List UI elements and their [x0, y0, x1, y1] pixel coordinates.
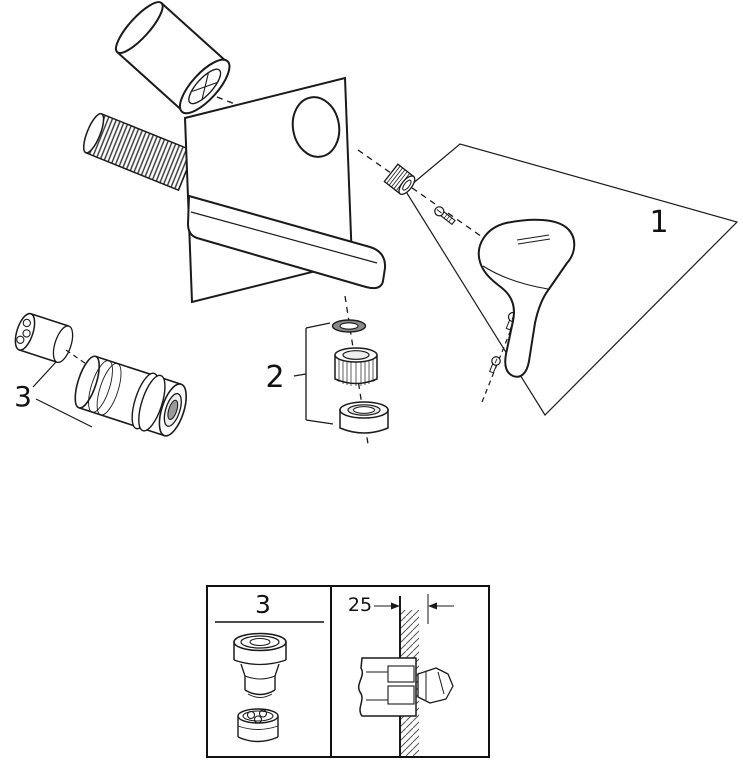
- handle-screw-lower: [488, 356, 501, 374]
- plate-hole: [291, 96, 341, 158]
- aerator-insert: [334, 347, 378, 386]
- rough-in-connector: [14, 312, 74, 364]
- axis-dash-handle: [357, 149, 496, 247]
- concealed-body-section: [358, 657, 417, 717]
- inset-sleeve-part: [233, 632, 287, 698]
- callout-3-label: 3: [14, 380, 32, 413]
- aerator-washer: [331, 319, 367, 333]
- inset-3-label: 3: [255, 590, 271, 619]
- spout: [187, 195, 387, 290]
- callout-2-label: 2: [265, 360, 284, 395]
- lever-handle: [477, 218, 576, 378]
- mounting-nut: [383, 163, 416, 196]
- rough-in-body: [74, 355, 187, 437]
- supply-pipe: [82, 112, 196, 192]
- escutcheon-sleeve: [115, 1, 231, 115]
- callout-1-label: 1: [649, 205, 668, 240]
- inset-connector-part: [237, 708, 279, 743]
- dimension-25-label: 25: [348, 594, 372, 616]
- handle-plane: [404, 143, 739, 416]
- aerator-housing: [339, 401, 389, 434]
- fixing-screw: [434, 206, 456, 226]
- dimension-arrows: [374, 594, 454, 624]
- callout-2-bracket: [293, 322, 334, 425]
- callout-3-leaders: [32, 361, 93, 428]
- trim-stub: [417, 667, 454, 704]
